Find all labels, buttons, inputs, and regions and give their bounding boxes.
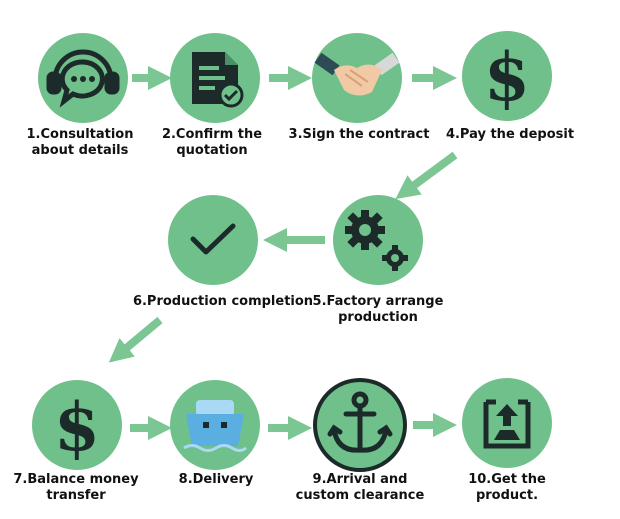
step-3-node bbox=[312, 33, 402, 123]
step-10-label: 10.Get the product. bbox=[468, 472, 546, 503]
step-5-node bbox=[333, 195, 423, 285]
arrow-6-7 bbox=[108, 316, 163, 363]
step-4-node: $ bbox=[462, 31, 552, 121]
dollar-icon: $ bbox=[484, 38, 530, 116]
arrow-4-5 bbox=[395, 151, 458, 200]
headset-chat-icon bbox=[46, 49, 120, 108]
step-9-label: 9.Arrival and custom clearance bbox=[295, 472, 425, 503]
dollar-icon: $ bbox=[54, 388, 100, 466]
step-7-node: $ bbox=[32, 380, 122, 470]
anchor-icon bbox=[327, 391, 393, 453]
step-5-label: 5.Factory arrange production bbox=[312, 294, 444, 325]
flow-arrows bbox=[108, 66, 458, 440]
step-2-node bbox=[170, 33, 260, 123]
box-upload-icon bbox=[483, 399, 531, 449]
step-6-node bbox=[168, 195, 258, 285]
document-check-icon bbox=[192, 52, 244, 108]
step-1-label: 1.Consultation about details bbox=[26, 127, 134, 158]
ship-icon bbox=[183, 400, 247, 452]
step-8-node bbox=[170, 380, 260, 470]
step-3-label: 3.Sign the contract bbox=[288, 127, 430, 142]
checkmark-icon bbox=[190, 223, 236, 255]
handshake-icon bbox=[314, 52, 400, 96]
step-9-node bbox=[313, 378, 407, 472]
step-1-node bbox=[38, 33, 128, 123]
step-6-label: 6.Production completion bbox=[132, 294, 314, 309]
step-7-label: 7.Balance money transfer bbox=[13, 472, 139, 503]
step-2-label: 2.Confirm the quotation bbox=[161, 127, 263, 158]
step-4-label: 4.Pay the deposit bbox=[445, 127, 575, 142]
gears-icon bbox=[345, 210, 408, 271]
step-8-label: 8.Delivery bbox=[178, 472, 254, 487]
step-10-node bbox=[462, 378, 552, 468]
